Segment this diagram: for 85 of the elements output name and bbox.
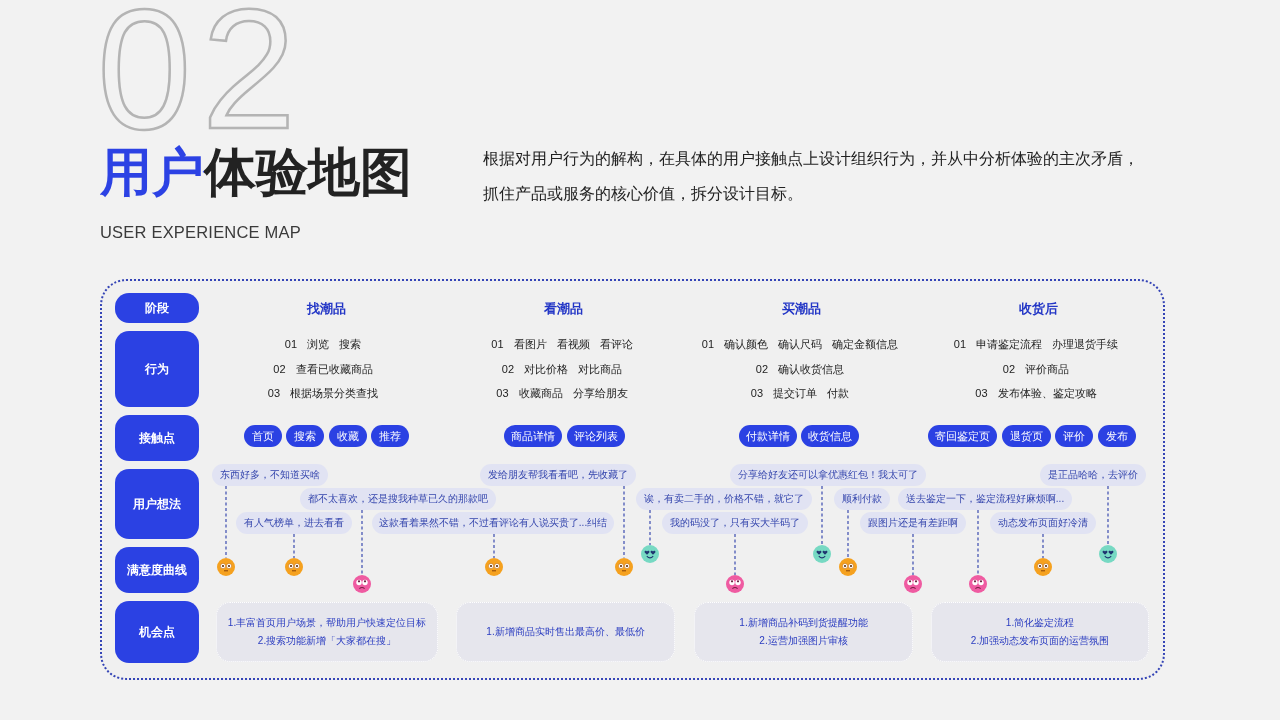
description-text: 根据对用户行为的解构，在具体的用户接触点上设计组织行为，并从中分析体验的主次矛盾，抓住产品或服务的核心价值，拆分设计目标。: [483, 149, 1140, 204]
thought-bubble: 顺利付款: [834, 488, 890, 510]
leader-line: [493, 533, 495, 559]
row-header: 满意度曲线: [115, 547, 199, 593]
touchpoint-tag: 发布: [1098, 425, 1136, 447]
stage-title: 收货后: [1018, 300, 1058, 318]
behavior-text: 02 评价商品: [1002, 361, 1070, 377]
row-header: 阶段: [115, 293, 199, 323]
leader-line: [912, 533, 914, 576]
thought-bubble: 东西好多，不知道买啥: [212, 464, 328, 486]
leader-line: [847, 509, 849, 559]
touchpoint-tag: 评论列表: [567, 425, 625, 447]
leader-line: [1107, 485, 1109, 546]
leader-line: [649, 509, 651, 546]
neutral-face-icon: [839, 558, 857, 576]
row-header: 接触点: [115, 415, 199, 461]
row-header: 机会点: [115, 601, 199, 663]
happy-face-icon: [813, 545, 831, 563]
happy-face-icon: [1099, 545, 1117, 563]
touchpoint-tag: 评价: [1055, 425, 1093, 447]
thought-bubble: 分享给好友还可以拿优惠红包！我太可了: [730, 464, 926, 486]
opportunity-text: 2.加强动态发布页面的运营氛围: [970, 634, 1110, 648]
opportunity-text: 1.简化鉴定流程: [1005, 616, 1075, 630]
opportunity-text: 1.新增商品实时售出最高价、最低价: [486, 625, 645, 639]
behavior-text: 02 确认收货信息: [755, 361, 845, 377]
opportunity-card: [456, 602, 675, 662]
thought-bubble: 发给朋友帮我看看吧，先收藏了: [480, 464, 636, 486]
opportunity-card: [694, 602, 913, 662]
touchpoint-tag: 搜索: [286, 425, 324, 447]
happy-face-icon: [641, 545, 659, 563]
thought-bubble: 是正品哈哈，去评价: [1040, 464, 1146, 486]
leader-line: [734, 533, 736, 576]
touchpoint-tag: 首页: [244, 425, 282, 447]
touchpoint-tag: 推荐: [371, 425, 409, 447]
touchpoint-tag: 寄回鉴定页: [928, 425, 997, 447]
opportunity-text: 2.搜索功能新增「大家都在搜」: [257, 634, 397, 648]
leader-line: [361, 509, 363, 576]
opportunity-card: [216, 602, 438, 662]
neutral-face-icon: [217, 558, 235, 576]
behavior-text: 03 提交订单 付款: [750, 385, 850, 401]
leader-line: [977, 509, 979, 576]
touchpoint-tag: 收货信息: [801, 425, 859, 447]
sad-face-icon: [904, 575, 922, 593]
neutral-face-icon: [1034, 558, 1052, 576]
behavior-text: 01 浏览 搜索: [284, 336, 362, 352]
thought-bubble: 动态发布页面好冷清: [990, 512, 1096, 534]
row-header: 行为: [115, 331, 199, 407]
thought-bubble: 诶，有卖二手的，价格不错，就它了: [636, 488, 812, 510]
behavior-text: 01 看图片 看视频 看评论: [491, 336, 633, 352]
sad-face-icon: [353, 575, 371, 593]
neutral-face-icon: [615, 558, 633, 576]
behavior-text: 03 发布体验、鉴定攻略: [975, 385, 1097, 401]
stage-title: 看潮品: [543, 300, 583, 318]
sad-face-icon: [969, 575, 987, 593]
neutral-face-icon: [285, 558, 303, 576]
opportunity-text: 2.运营加强图片审核: [759, 634, 848, 648]
opportunity-text: 1.丰富首页用户场景，帮助用户快速定位目标: [227, 616, 427, 630]
touchpoint-tag: 收藏: [329, 425, 367, 447]
leader-line: [293, 533, 295, 559]
row-header: 用户想法: [115, 469, 199, 539]
stage-title: 买潮品: [781, 300, 821, 318]
behavior-text: 03 根据场景分类查找: [267, 385, 379, 401]
behavior-text: 01 申请鉴定流程 办理退货手续: [953, 336, 1119, 352]
touchpoint-tag: 付款详情: [739, 425, 797, 447]
touchpoint-tag: 退货页: [1002, 425, 1051, 447]
leader-line: [821, 485, 823, 546]
sad-face-icon: [726, 575, 744, 593]
thought-bubble: 都不太喜欢，还是搜我种草已久的那款吧: [300, 488, 496, 510]
behavior-text: 02 对比价格 对比商品: [501, 361, 623, 377]
opportunity-card: [931, 602, 1149, 662]
thought-bubble: 送去鉴定一下，鉴定流程好麻烦啊...: [898, 488, 1072, 510]
opportunity-text: 1.新增商品补码到货提醒功能: [739, 616, 868, 630]
section-number: 02: [97, 4, 307, 134]
behavior-text: 03 收藏商品 分享给朋友: [496, 385, 628, 401]
touchpoint-tag: 商品详情: [504, 425, 562, 447]
page-subtitle: USER EXPERIENCE MAP: [100, 223, 301, 242]
thought-bubble: 我的码没了，只有买大半码了: [662, 512, 808, 534]
thought-bubble: 这款看着果然不错，不过看评论有人说买贵了...纠结: [372, 512, 614, 534]
behavior-text: 02 查看已收藏商品: [273, 361, 373, 377]
leader-line: [1042, 533, 1044, 559]
behavior-text: 01 确认颜色 确认尺码 确定金额信息: [701, 336, 899, 352]
thought-bubble: 跟图片还是有差距啊: [860, 512, 966, 534]
stage-title: 找潮品: [306, 300, 346, 318]
thought-bubble: 有人气榜单，进去看看: [236, 512, 352, 534]
neutral-face-icon: [485, 558, 503, 576]
